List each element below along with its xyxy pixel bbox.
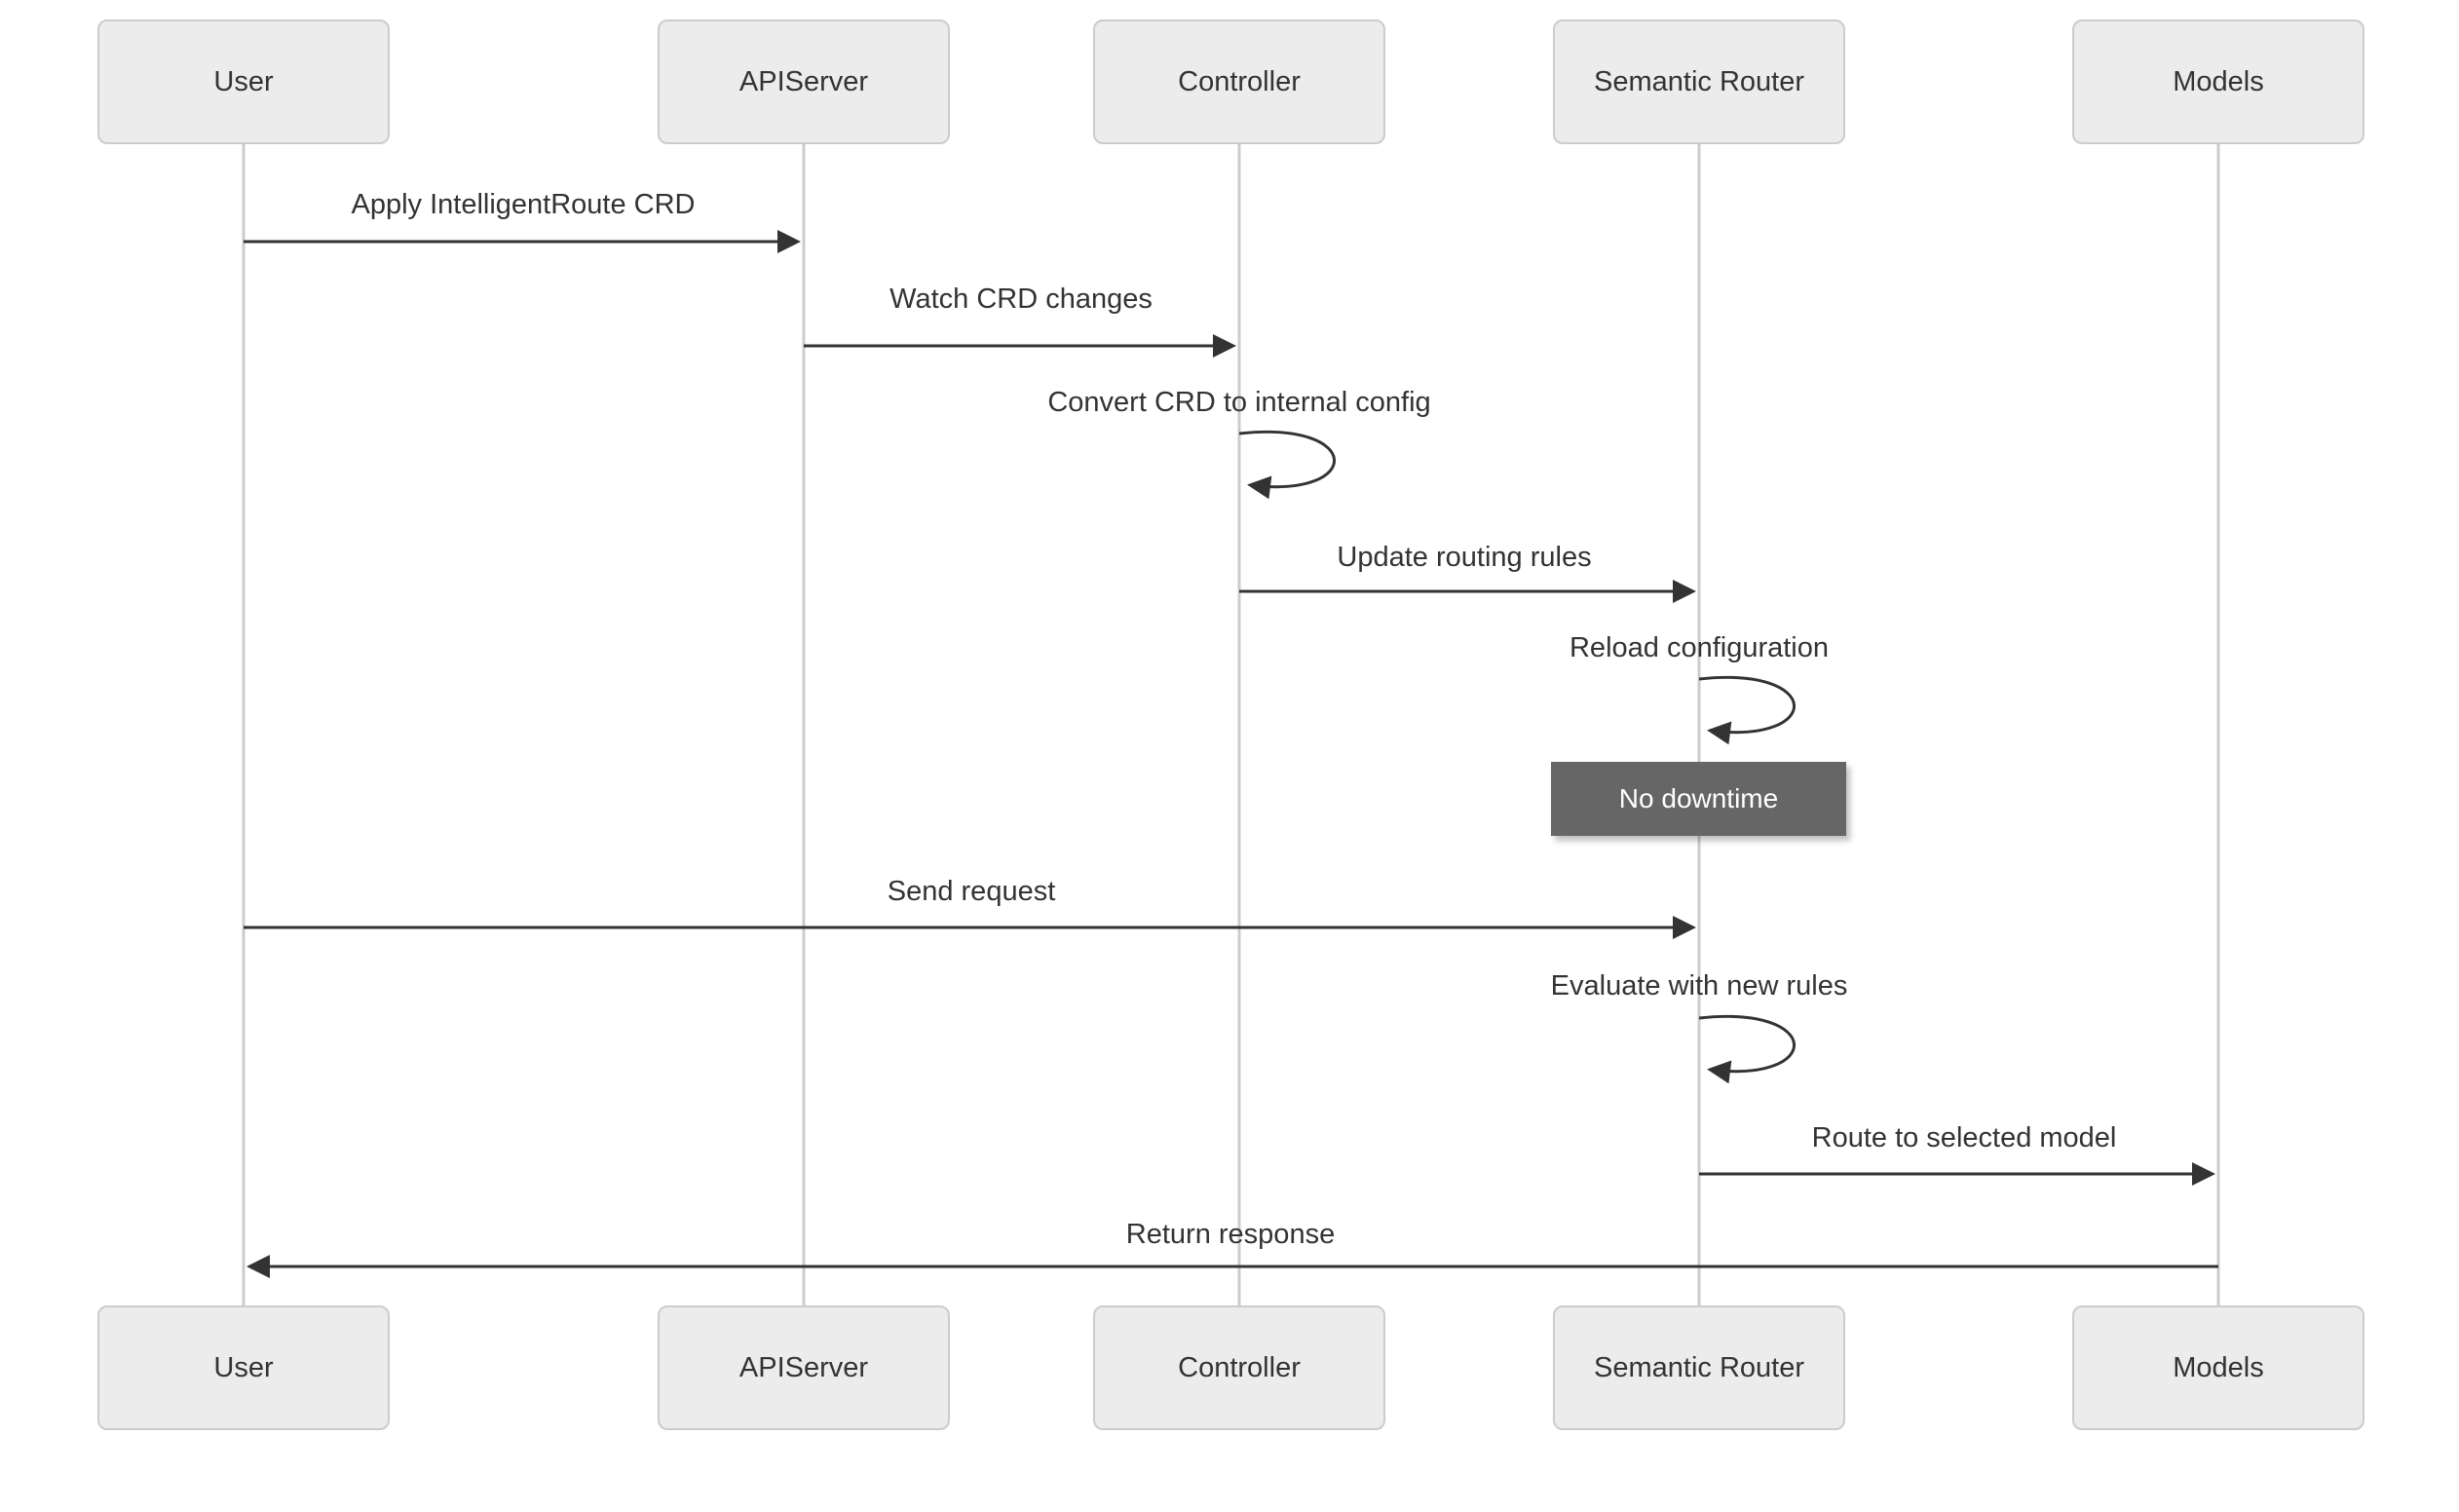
actor-label: APIServer [738,1351,869,1383]
actor-top-user: User [97,19,390,144]
actor-top-controller: Controller [1093,19,1385,144]
actor-bottom-apiserver: APIServer [658,1305,950,1430]
actor-label: Controller [1178,65,1301,97]
actor-label: Semantic Router [1594,65,1804,97]
message-label-reload-configuration: Reload configuration [1569,632,1830,663]
actor-bottom-models: Models [2072,1305,2364,1430]
actor-label: Models [2173,65,2264,97]
actor-label: Models [2173,1351,2264,1383]
message-label-watch-crd-changes: Watch CRD changes [889,284,1153,315]
message-label-apply-intelligentroute-crd: Apply IntelligentRoute CRD [351,189,696,220]
message-label-convert-crd: Convert CRD to internal config [1047,387,1431,418]
actor-label: Controller [1178,1351,1301,1383]
actor-label: APIServer [738,65,869,97]
note-label: No downtime [1618,783,1779,813]
actor-bottom-semantic-router: Semantic Router [1553,1305,1845,1430]
actor-top-models: Models [2072,19,2364,144]
self-loop-convert-crd [1238,431,1336,500]
message-label-send-request: Send request [887,876,1056,907]
note-box: No downtime [1551,762,1846,836]
message-label-update-routing-rules: Update routing rules [1337,542,1592,573]
actor-label: User [213,1351,274,1383]
actor-bottom-controller: Controller [1093,1305,1385,1430]
message-label-evaluate-new-rules: Evaluate with new rules [1550,970,1848,1002]
actor-label: Semantic Router [1594,1351,1804,1383]
actor-bottom-user: User [97,1305,390,1430]
actor-label: User [213,65,274,97]
self-loop-reload-configuration [1698,676,1796,745]
actor-top-apiserver: APIServer [658,19,950,144]
message-label-route-to-selected-model: Route to selected model [1811,1122,2117,1153]
message-label-return-response: Return response [1125,1219,1336,1250]
self-loop-evaluate-new-rules [1698,1015,1796,1084]
actor-top-semantic-router: Semantic Router [1553,19,1845,144]
